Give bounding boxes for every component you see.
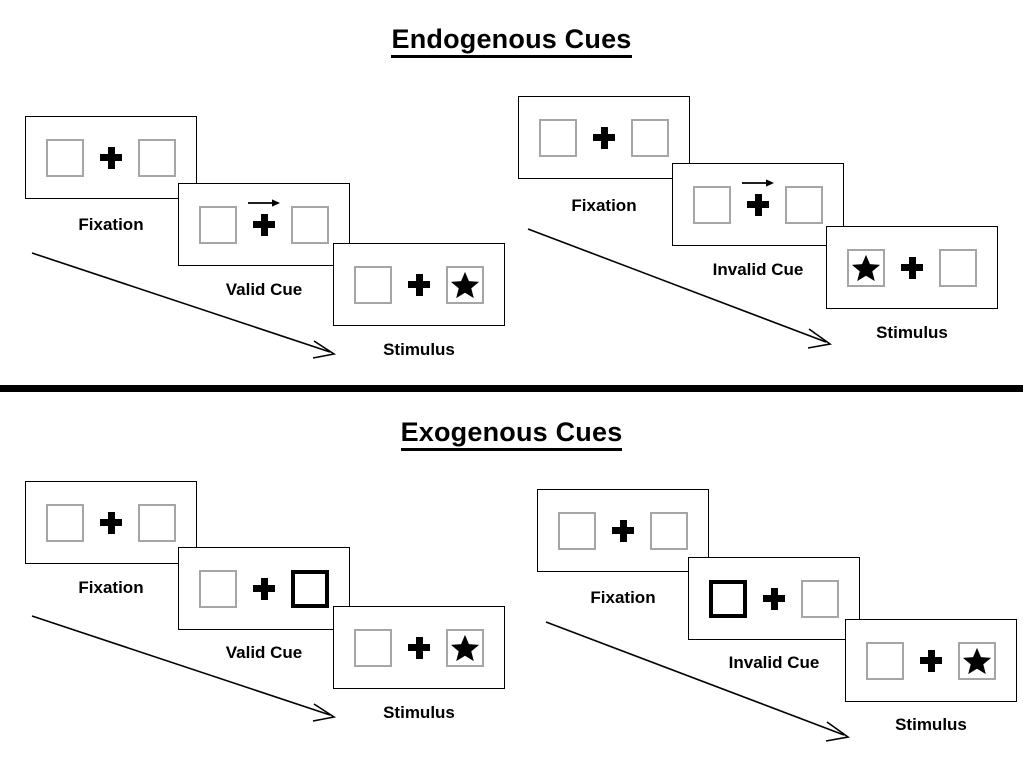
stimulus-row — [709, 579, 839, 618]
left-placeholder-box — [866, 641, 904, 680]
time-flow-arrow-icon-exo-invalid — [545, 621, 851, 742]
stimulus-row — [558, 511, 688, 550]
panel-exo-valid-stimulus[interactable] — [333, 606, 505, 689]
rightward-arrow-cue-icon — [248, 198, 280, 207]
fixation-cross-icon — [408, 273, 430, 296]
panel-exo-invalid-fixation[interactable] — [537, 489, 709, 572]
fixation-cross-icon — [901, 256, 923, 279]
right-placeholder-box — [138, 138, 176, 177]
caption-endo-invalid-cue: Invalid Cue — [712, 260, 804, 279]
section-title-exogenous-text: Exogenous Cues — [400, 417, 623, 451]
left-placeholder-box — [199, 569, 237, 608]
caption-exo-invalid-fixation: Fixation — [590, 588, 656, 607]
right-placeholder-box — [138, 503, 176, 542]
star-target-icon — [962, 647, 992, 674]
right-placeholder-box — [446, 628, 484, 667]
section-title-endogenous: Endogenous Cues — [0, 24, 1023, 58]
left-placeholder-box — [693, 185, 731, 224]
panel-endo-invalid-fixation[interactable] — [518, 96, 690, 179]
time-flow-arrow-icon-endo-valid — [31, 252, 337, 359]
stimulus-row — [46, 503, 176, 542]
fixation-cross-icon — [612, 519, 634, 542]
fixation-cross-icon — [920, 649, 942, 672]
caption-endo-invalid-fixation: Fixation — [571, 196, 637, 215]
caption-endo-valid-cue: Valid Cue — [225, 280, 303, 299]
section-title-exogenous: Exogenous Cues — [0, 417, 1023, 451]
caption-exo-invalid-stimulus: Stimulus — [895, 715, 967, 734]
stimulus-row — [847, 248, 977, 287]
left-placeholder-box — [847, 248, 885, 287]
fixation-cross-icon — [408, 636, 430, 659]
stimulus-row — [539, 118, 669, 157]
left-placeholder-box — [354, 628, 392, 667]
right-placeholder-box — [958, 641, 996, 680]
caption-exo-valid-cue: Valid Cue — [225, 643, 303, 662]
left-placeholder-box — [199, 205, 237, 244]
right-placeholder-box — [631, 118, 669, 157]
right-placeholder-box — [785, 185, 823, 224]
right-placeholder-box — [801, 579, 839, 618]
caption-exo-valid-stimulus: Stimulus — [383, 703, 455, 722]
fixation-cross-icon — [763, 587, 785, 610]
time-flow-arrow-icon-endo-invalid — [527, 228, 833, 349]
stimulus-row — [354, 628, 484, 667]
star-target-icon — [450, 271, 480, 298]
right-placeholder-box — [939, 248, 977, 287]
fixation-cross-icon — [100, 511, 122, 534]
stimulus-row — [199, 198, 329, 244]
star-target-icon — [851, 254, 881, 281]
caption-endo-valid-stimulus: Stimulus — [383, 340, 455, 359]
stimulus-row — [693, 178, 823, 224]
rightward-arrow-cue-icon — [742, 178, 774, 187]
section-divider — [0, 385, 1023, 392]
fixation-cross-icon — [248, 198, 280, 236]
caption-endo-valid-fixation: Fixation — [78, 215, 144, 234]
stimulus-row — [46, 138, 176, 177]
fixation-cross-icon — [100, 146, 122, 169]
panel-endo-valid-fixation[interactable] — [25, 116, 197, 199]
stimulus-row — [199, 569, 329, 608]
panel-endo-invalid-stimulus[interactable] — [826, 226, 998, 309]
stimulus-row — [866, 641, 996, 680]
right-placeholder-box — [291, 205, 329, 244]
section-title-endogenous-text: Endogenous Cues — [391, 24, 632, 58]
panel-exo-valid-cue[interactable] — [178, 547, 350, 630]
left-placeholder-box — [558, 511, 596, 550]
left-placeholder-box — [354, 265, 392, 304]
caption-exo-valid-fixation: Fixation — [78, 578, 144, 597]
fixation-cross-icon — [742, 178, 774, 216]
left-cued-box — [709, 579, 747, 618]
panel-exo-invalid-stimulus[interactable] — [845, 619, 1017, 702]
stimulus-row — [354, 265, 484, 304]
caption-endo-invalid-stimulus: Stimulus — [876, 323, 948, 342]
right-cued-box — [291, 569, 329, 608]
panel-endo-valid-stimulus[interactable] — [333, 243, 505, 326]
panel-endo-invalid-cue[interactable] — [672, 163, 844, 246]
left-placeholder-box — [46, 138, 84, 177]
panel-exo-invalid-cue[interactable] — [688, 557, 860, 640]
time-flow-arrow-icon-exo-valid — [31, 615, 337, 722]
right-placeholder-box — [446, 265, 484, 304]
fixation-cross-icon — [253, 577, 275, 600]
caption-exo-invalid-cue: Invalid Cue — [728, 653, 820, 672]
right-placeholder-box — [650, 511, 688, 550]
left-placeholder-box — [539, 118, 577, 157]
fixation-cross-icon — [593, 126, 615, 149]
panel-exo-valid-fixation[interactable] — [25, 481, 197, 564]
star-target-icon — [450, 634, 480, 661]
left-placeholder-box — [46, 503, 84, 542]
panel-endo-valid-cue[interactable] — [178, 183, 350, 266]
